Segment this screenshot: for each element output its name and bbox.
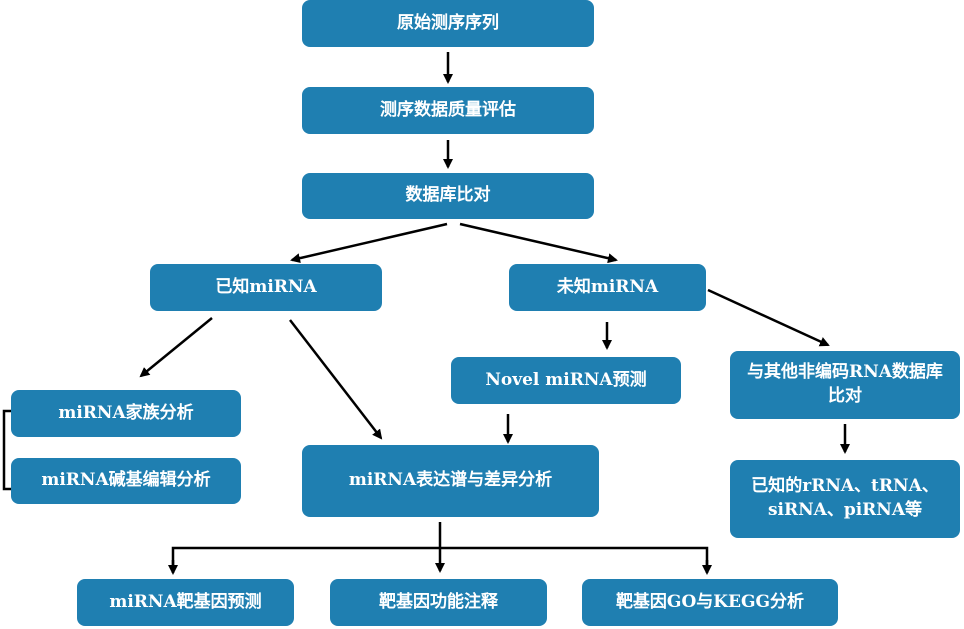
node-unknown-mirna: 未知miRNA — [509, 264, 706, 311]
arrow-known-to-family — [139, 317, 213, 378]
node-expr-label: miRNA表达谱与差异分析 — [348, 470, 553, 491]
arrow-known-to-expr — [289, 319, 383, 440]
node-gokegg-label: 靶基因GO与KEGG分析 — [615, 591, 805, 612]
node-noncoding-label: 与其他非编码RNA数据库比对 — [747, 362, 943, 406]
node-raw-sequences: 原始测序序列 — [302, 0, 594, 47]
node-unknown-label: 未知miRNA — [556, 276, 659, 297]
arrow-unknown-to-noncoding — [707, 288, 830, 347]
node-base-editing: miRNA碱基编辑分析 — [11, 458, 241, 504]
node-quality-assessment: 测序数据质量评估 — [302, 87, 594, 134]
bracket — [2, 409, 14, 491]
node-expression-analysis: miRNA表达谱与差异分析 — [302, 445, 599, 517]
node-novel-label: Novel miRNA预测 — [485, 369, 647, 390]
node-qc-label: 测序数据质量评估 — [380, 99, 516, 120]
node-db-label: 数据库比对 — [405, 185, 491, 206]
node-edit-label: miRNA碱基编辑分析 — [41, 470, 211, 491]
arrow-db-to-unknown — [459, 222, 618, 264]
node-noncoding-alignment: 与其他非编码RNA数据库比对 — [730, 351, 960, 419]
node-others-label: 已知的rRNA、tRNA、siRNA、piRNA等 — [751, 476, 939, 520]
node-function-annotation: 靶基因功能注释 — [330, 579, 547, 626]
node-target-label: miRNA靶基因预测 — [109, 591, 262, 612]
node-other-rnas: 已知的rRNA、tRNA、siRNA、piRNA等 — [730, 460, 960, 538]
arrow-db-to-known — [290, 222, 448, 264]
node-family-analysis: miRNA家族分析 — [11, 390, 241, 437]
node-go-kegg: 靶基因GO与KEGG分析 — [582, 579, 838, 626]
node-known-mirna: 已知miRNA — [150, 264, 382, 311]
node-family-label: miRNA家族分析 — [58, 402, 194, 423]
node-annot-label: 靶基因功能注释 — [379, 591, 498, 612]
node-database-alignment: 数据库比对 — [302, 173, 594, 219]
node-novel-prediction: Novel miRNA预测 — [451, 357, 681, 404]
node-target-prediction: miRNA靶基因预测 — [77, 579, 294, 626]
node-known-label: 已知miRNA — [215, 276, 317, 297]
node-raw-label: 原始测序序列 — [397, 12, 499, 33]
